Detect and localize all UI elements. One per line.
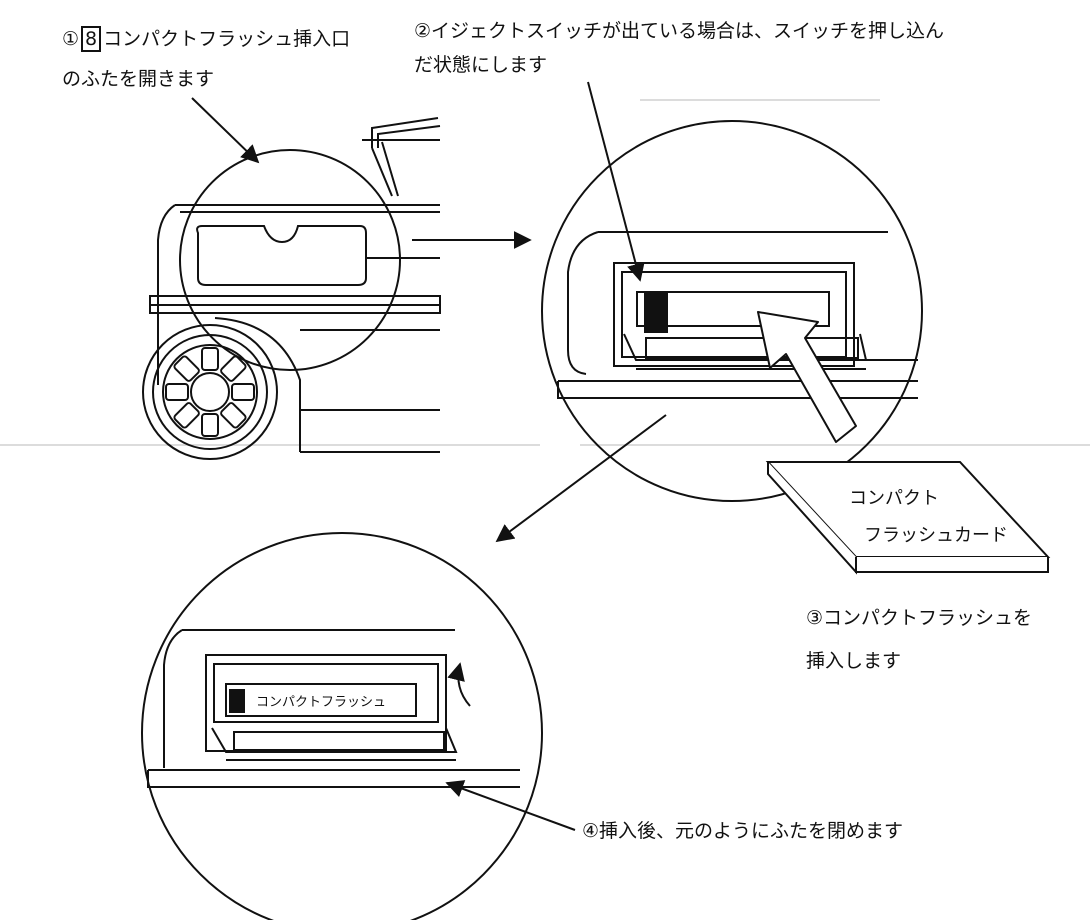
- step1-boxed-number: 8: [81, 26, 102, 52]
- insert-direction-arrow: [757, 311, 857, 443]
- wheel: [142, 324, 278, 460]
- step2-line2: だ状態にします: [414, 54, 548, 76]
- zoom-circle-top: [179, 149, 401, 371]
- cf-slot-cover: [196, 225, 367, 286]
- step2-line1: ②イジェクトスイッチが出ている場合は、スイッチを押し込ん: [414, 20, 945, 42]
- printer-overview: [142, 117, 441, 460]
- zoom-arrow-down: [495, 414, 667, 543]
- eject-switch: [644, 293, 668, 333]
- step4-pointer-arrow: [445, 780, 576, 831]
- step1-pointer-arrow: [191, 97, 260, 164]
- step1-line1: コンパクトフラッシュ挿入口: [103, 28, 351, 50]
- step3-line2: 挿入します: [806, 650, 902, 672]
- inserted-card-label: コンパクトフラッシュ: [256, 695, 387, 710]
- compact-flash-card: [765, 461, 1051, 575]
- closed-cover-view: [141, 532, 543, 920]
- step3-line1: ③コンパクトフラッシュを: [806, 607, 1033, 629]
- close-cover-arrow: [447, 662, 471, 707]
- zoomed-slot-view: [541, 120, 923, 502]
- step1-circled-number: ①: [62, 28, 80, 50]
- card-label-line2: フラッシュカード: [864, 525, 1008, 546]
- background-ghost-marks: [0, 99, 1090, 446]
- step1-line2: のふたを開きます: [62, 68, 215, 90]
- step2-pointer-arrow: [587, 81, 645, 282]
- step4-instruction: ④挿入後、元のようにふたを閉めます: [582, 820, 904, 842]
- card-label-line1: コンパクト: [849, 488, 939, 509]
